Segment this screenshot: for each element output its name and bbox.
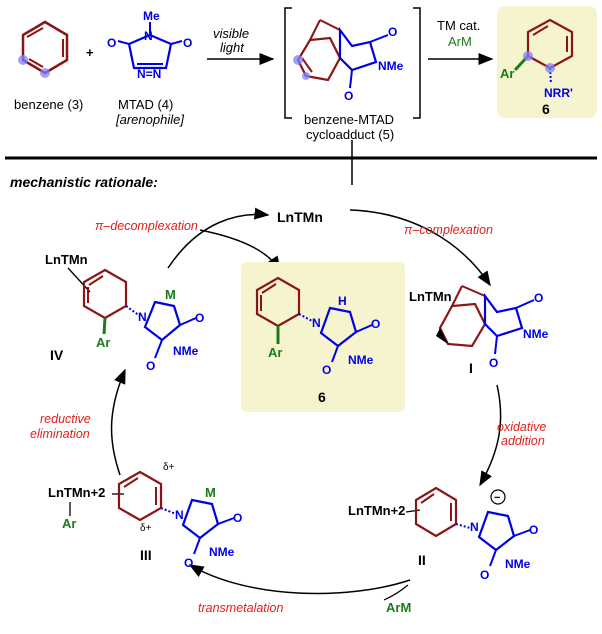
arm-tail bbox=[383, 584, 409, 601]
label-I: I bbox=[469, 360, 473, 376]
left-bracket bbox=[284, 7, 292, 119]
I-O-top: O bbox=[534, 291, 543, 305]
label-reductive-1: reductive bbox=[40, 412, 91, 426]
arrow-reductive-elimination bbox=[110, 368, 126, 476]
center-product-box bbox=[241, 262, 405, 412]
II-N: N bbox=[470, 520, 479, 534]
III-O-bottom: O bbox=[184, 556, 193, 570]
IV-aryl: Ar bbox=[96, 335, 110, 350]
III-delta-bottom: δ+ bbox=[140, 523, 152, 534]
II-minus: − bbox=[494, 492, 500, 504]
mtad-oxygen-right: O bbox=[183, 36, 192, 50]
mtad-label: MTAD (4) bbox=[118, 97, 173, 112]
center-N: N bbox=[312, 316, 321, 330]
mtad-n4: N bbox=[144, 29, 153, 43]
IV-M: M bbox=[165, 287, 176, 302]
product-nitrogen: NRR' bbox=[544, 86, 573, 100]
label-reductive-2: elimination bbox=[30, 427, 90, 441]
label-pi-complexation: π–complexation bbox=[404, 223, 493, 237]
plus-sign: + bbox=[86, 45, 94, 60]
cycloadduct-label-1: benzene-MTAD bbox=[304, 112, 394, 127]
intermediate-I: LnTMn O O NMe I bbox=[409, 285, 549, 376]
label-transmetalation: transmetalation bbox=[198, 601, 284, 615]
center-H: H bbox=[338, 294, 347, 308]
II-NMe: NMe bbox=[505, 557, 531, 571]
II-O-bottom: O bbox=[480, 568, 489, 582]
benzene-structure bbox=[18, 20, 69, 78]
I-NMe: NMe bbox=[523, 327, 549, 341]
IV-N: N bbox=[138, 310, 147, 324]
label-IV: IV bbox=[50, 347, 64, 363]
mtad-structure: Me O O N N=N bbox=[107, 9, 192, 81]
step2-condition-bottom: ArM bbox=[448, 34, 472, 49]
label-oxidative-2: addition bbox=[501, 434, 545, 448]
arrow-transmetalation bbox=[188, 564, 411, 595]
label-II: II bbox=[418, 552, 426, 568]
cycloadduct-nme: NMe bbox=[378, 59, 404, 73]
center-product-structure: Ar H O O NMe N 6 bbox=[255, 276, 380, 405]
label-oxidative-1: oxidative bbox=[497, 420, 546, 434]
center-aryl: Ar bbox=[268, 345, 282, 360]
catalyst-label: LnTMn bbox=[277, 209, 323, 225]
III-aryl: Ar bbox=[62, 516, 76, 531]
center-product-number: 6 bbox=[318, 389, 326, 405]
mtad-methyl: Me bbox=[143, 9, 160, 23]
benzene-label: benzene (3) bbox=[14, 97, 83, 112]
cycloadduct-label-2: cycloadduct (5) bbox=[306, 127, 394, 142]
product-aryl: Ar bbox=[500, 66, 514, 81]
step2-condition-top: TM cat. bbox=[437, 18, 480, 33]
arrow-oxidative-addition bbox=[479, 384, 502, 487]
arrow-complexation bbox=[349, 209, 491, 287]
product-structure: Ar NRR' 6 bbox=[500, 18, 574, 117]
III-delta-top: δ+ bbox=[163, 462, 175, 473]
center-NMe: NMe bbox=[348, 353, 374, 367]
III-M: M bbox=[205, 485, 216, 500]
center-O-bottom: O bbox=[322, 363, 331, 377]
mtad-role: [arenophile] bbox=[115, 112, 184, 127]
right-bracket bbox=[413, 7, 421, 119]
arrow-decomplexation bbox=[167, 207, 270, 269]
intermediate-III: LnTMn+2 Ar δ+ δ+ M O O NMe N III bbox=[48, 462, 242, 570]
I-metal: LnTMn bbox=[409, 289, 452, 304]
intermediate-IV: LnTMn Ar M O O NMe N IV bbox=[45, 252, 204, 373]
II-O-top: O bbox=[529, 523, 538, 537]
cycloadduct-oxygen-top: O bbox=[388, 25, 397, 39]
III-N: N bbox=[175, 508, 184, 522]
I-O-bottom: O bbox=[489, 356, 498, 370]
cycloadduct-oxygen-bottom: O bbox=[344, 89, 353, 103]
III-NMe: NMe bbox=[209, 545, 235, 559]
mtad-azo: N=N bbox=[137, 67, 161, 81]
label-pi-decomplexation: π–decomplexation bbox=[95, 219, 198, 233]
center-O-top: O bbox=[371, 317, 380, 331]
III-metal: LnTMn+2 bbox=[48, 485, 105, 500]
label-arm: ArM bbox=[386, 600, 411, 615]
step1-condition-top: visible bbox=[213, 26, 249, 41]
IV-NMe: NMe bbox=[173, 344, 199, 358]
III-O-top: O bbox=[233, 511, 242, 525]
step1-condition-bottom: light bbox=[220, 40, 245, 55]
intermediate-II: LnTMn+2 − O O NMe N II bbox=[348, 486, 538, 582]
product-number: 6 bbox=[542, 101, 550, 117]
II-metal: LnTMn+2 bbox=[348, 503, 405, 518]
label-III: III bbox=[140, 547, 152, 563]
IV-O-top: O bbox=[195, 311, 204, 325]
cycloadduct-structure: O O NMe bbox=[293, 19, 404, 103]
mtad-oxygen-left: O bbox=[107, 36, 116, 50]
IV-metal: LnTMn bbox=[45, 252, 88, 267]
mechanism-heading: mechanistic rationale: bbox=[10, 174, 158, 190]
IV-O-bottom: O bbox=[146, 359, 155, 373]
